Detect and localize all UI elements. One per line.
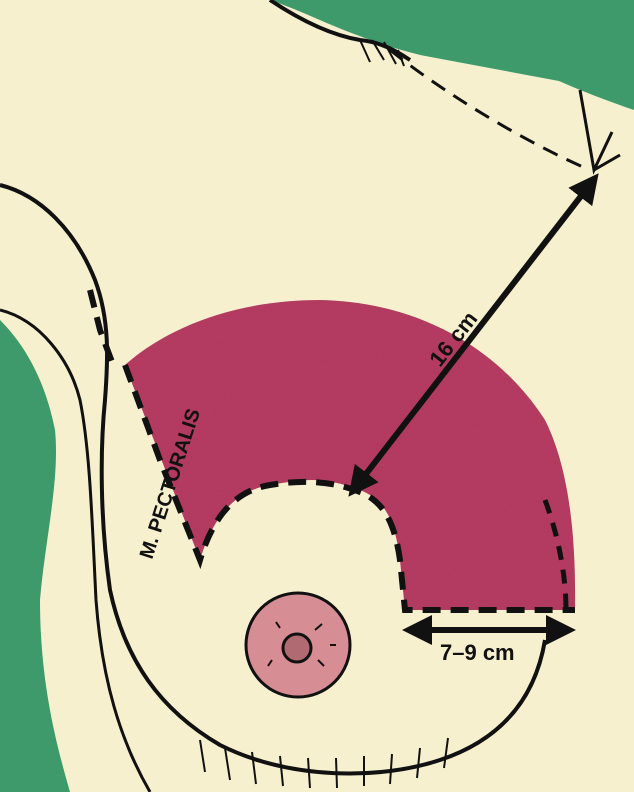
nipple xyxy=(283,634,311,662)
distance-label-7-9cm: 7–9 cm xyxy=(440,640,515,665)
